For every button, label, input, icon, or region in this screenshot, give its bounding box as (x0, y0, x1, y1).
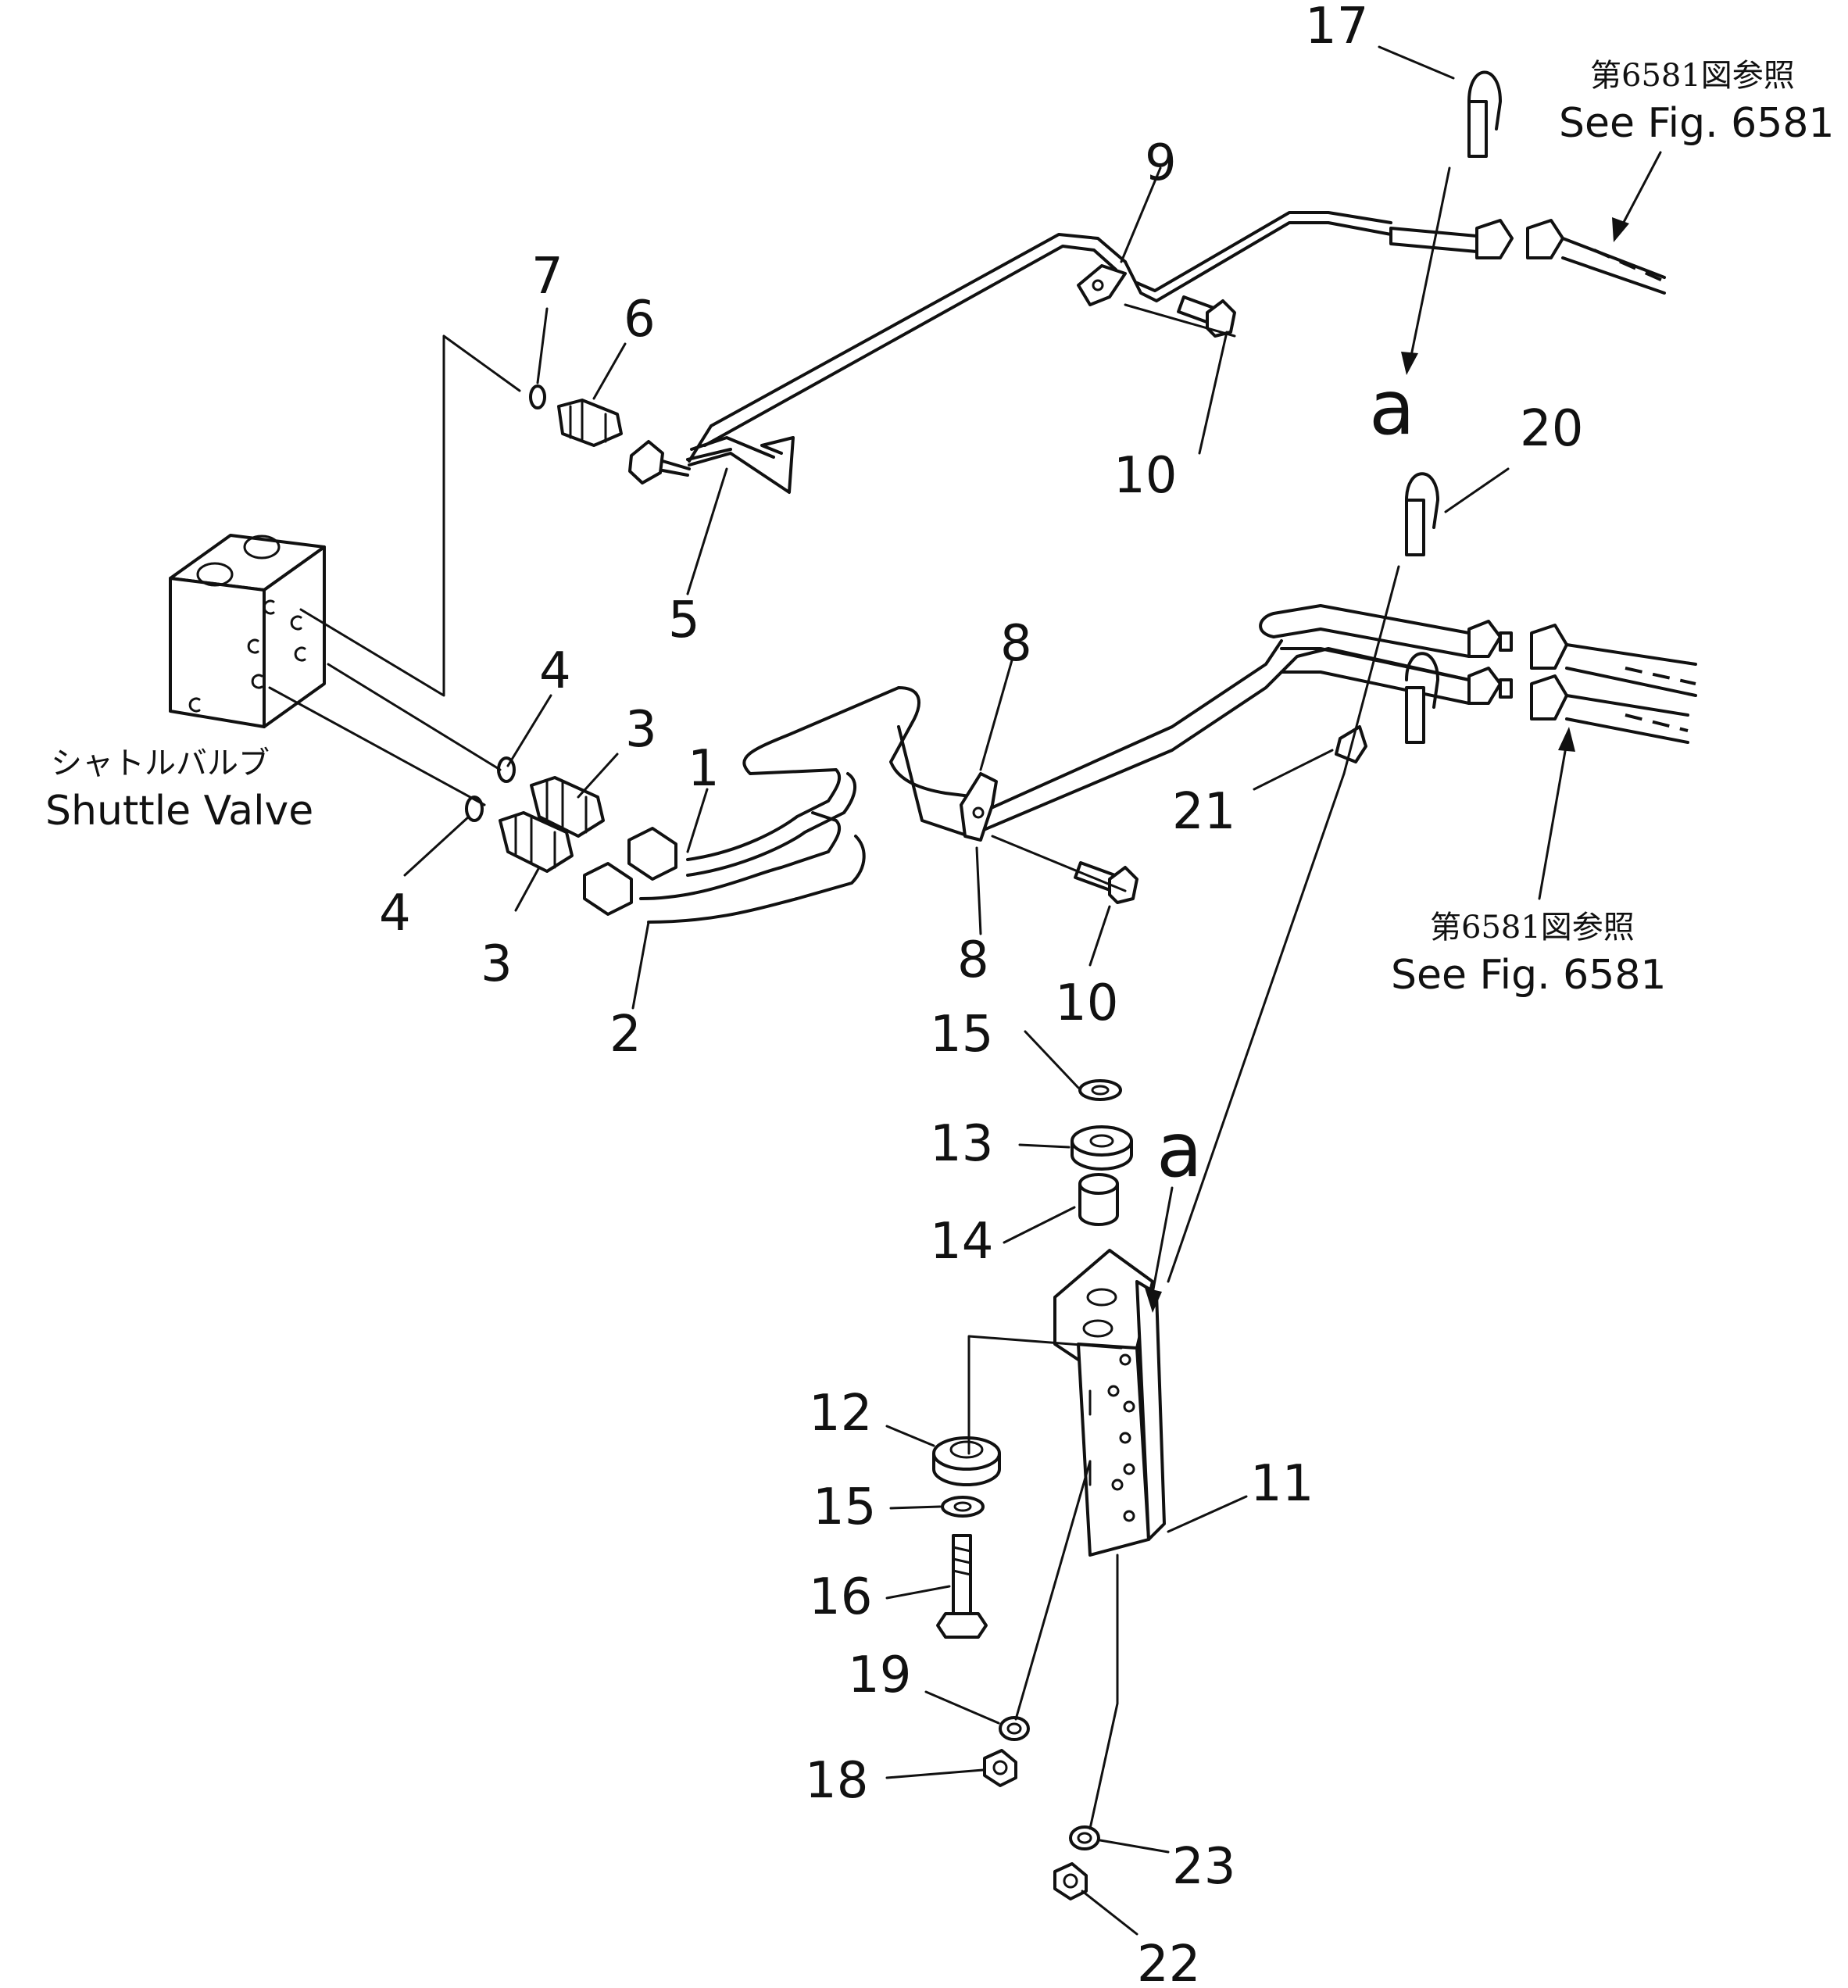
nut-18 (983, 1749, 1017, 1787)
clamp-9 (1077, 264, 1127, 306)
label-14: 14 (930, 1213, 993, 1271)
label-16: 16 (809, 1568, 872, 1626)
label-9: 9 (1145, 134, 1177, 192)
label-10-lower: 10 (1055, 974, 1118, 1032)
washer-23 (1069, 1825, 1100, 1850)
bolt-10-upper (1177, 295, 1236, 338)
pipe-1 (686, 686, 978, 877)
label-23: 23 (1172, 1838, 1235, 1896)
note-right-ref-jp: 第6581図参照 (1430, 910, 1635, 946)
label-22: 22 (1137, 1936, 1200, 1988)
bolt-16 (936, 1534, 988, 1639)
label-6: 6 (624, 291, 656, 349)
fitting-17 (1467, 70, 1502, 158)
note-shuttle-en: Shuttle Valve (45, 788, 313, 835)
label-2: 2 (609, 1006, 642, 1064)
clamp-8 (960, 772, 998, 842)
label-5: 5 (668, 592, 700, 649)
bracket-11 (1053, 1249, 1166, 1557)
label-7: 7 (531, 248, 563, 306)
nut-22 (1053, 1862, 1088, 1900)
shuttle-valve (169, 534, 326, 728)
leader-lines (403, 45, 1662, 1936)
label-1: 1 (688, 740, 720, 798)
fitting-6 (557, 399, 623, 447)
label-11: 11 (1250, 1455, 1314, 1513)
washer-19 (999, 1716, 1030, 1741)
label-3-upper: 3 (625, 701, 657, 759)
fitting-20 (1405, 472, 1439, 556)
pipe-2 (639, 604, 1471, 924)
label-18: 18 (805, 1752, 868, 1810)
label-12: 12 (809, 1385, 872, 1443)
pipe-5 (628, 233, 1127, 494)
label-13: 13 (930, 1115, 993, 1173)
washer-15-lower (941, 1496, 985, 1518)
note-top-ref-jp: 第6581図参照 (1590, 58, 1795, 94)
fitting-3-lower (499, 811, 574, 873)
fitting-20-lower (1405, 652, 1439, 744)
label-15-upper: 15 (930, 1006, 993, 1064)
label-a-top: a (1369, 364, 1415, 452)
label-17: 17 (1305, 0, 1368, 55)
label-a-bottom: a (1156, 1107, 1203, 1194)
label-20: 20 (1520, 400, 1583, 458)
pipe-top-right (1124, 211, 1666, 302)
label-3-lower: 3 (481, 935, 513, 993)
o-ring-4-lower (465, 796, 484, 822)
label-10-upper: 10 (1113, 447, 1177, 505)
note-top-ref-en: See Fig. 6581 (1559, 100, 1835, 147)
pipe-1-nut (627, 827, 677, 881)
label-4-lower: 4 (379, 885, 411, 942)
note-shuttle-jp: シャトルバルブ (51, 746, 270, 781)
cushion-13 (1071, 1125, 1133, 1171)
o-ring-7 (529, 384, 546, 409)
label-4-upper: 4 (539, 642, 571, 700)
fitting-3-upper (530, 776, 605, 838)
collar-14 (1078, 1173, 1119, 1226)
label-21: 21 (1172, 783, 1235, 841)
washer-15-upper (1078, 1079, 1122, 1101)
note-right-ref-en: See Fig. 6581 (1391, 952, 1667, 999)
cushion-12 (932, 1436, 1001, 1486)
label-19: 19 (848, 1647, 911, 1704)
guide-lines (268, 303, 1400, 1830)
right-fittings (1467, 620, 1697, 744)
label-8-upper: 8 (1000, 615, 1032, 673)
label-15-lower: 15 (813, 1478, 876, 1536)
pipe-2-nut (583, 862, 633, 916)
label-8-lower: 8 (957, 931, 989, 989)
